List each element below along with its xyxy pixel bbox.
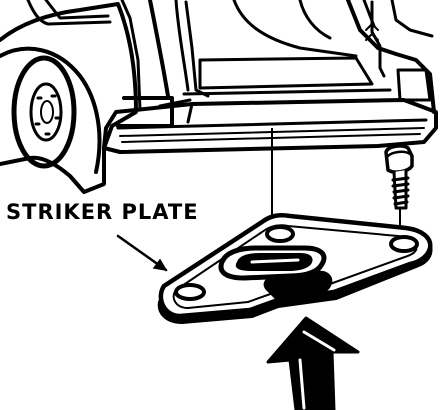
rear-bumper: [102, 98, 438, 154]
wheel-hub-center: [40, 100, 54, 124]
bumper-top-edge: [158, 98, 194, 124]
top-mounting-hole: [265, 225, 295, 243]
rear-fender: [0, 2, 138, 194]
interior-right-wall: [232, 0, 358, 58]
up-arrow-shape: [266, 316, 360, 410]
tire: [11, 55, 77, 169]
right-pillar: [346, 0, 436, 114]
bolt-threads: [391, 176, 410, 206]
wheel-hub: [29, 82, 63, 142]
bolt-head-top: [386, 150, 412, 158]
left-pillar-inner: [174, 0, 190, 92]
striker-plate-label: STRIKER PLATE: [6, 200, 199, 224]
bumper-groove-1: [116, 118, 428, 130]
leader-arrowhead: [152, 258, 168, 272]
left-pillar: [148, 0, 170, 98]
cargo-floor: [198, 56, 374, 90]
wheel-arch: [0, 46, 102, 174]
right-pillar-inner: [362, 0, 434, 38]
bolt-head: [384, 144, 414, 174]
striker-slot-highlight: [250, 258, 300, 264]
cargo-floor-edge: [182, 88, 392, 96]
striker-plate: [157, 213, 433, 324]
tailgate-left-edge: [184, 0, 210, 98]
vehicle-rear: [0, 0, 438, 194]
right-tail-light: [396, 68, 432, 102]
interior-right-pillar: [298, 0, 332, 40]
bolt: [384, 144, 414, 210]
leader-line: [116, 234, 168, 272]
body-upper-panel: [26, 0, 112, 26]
body-crease: [120, 0, 142, 112]
wheel-bolts: [34, 94, 61, 136]
up-arrow-icon: [266, 316, 360, 410]
latch-spring: [365, 23, 379, 41]
left-mounting-hole: [174, 283, 206, 301]
right-mounting-hole: [389, 235, 419, 253]
right-latch: [370, 0, 386, 78]
up-arrow-highlight: [298, 330, 336, 410]
